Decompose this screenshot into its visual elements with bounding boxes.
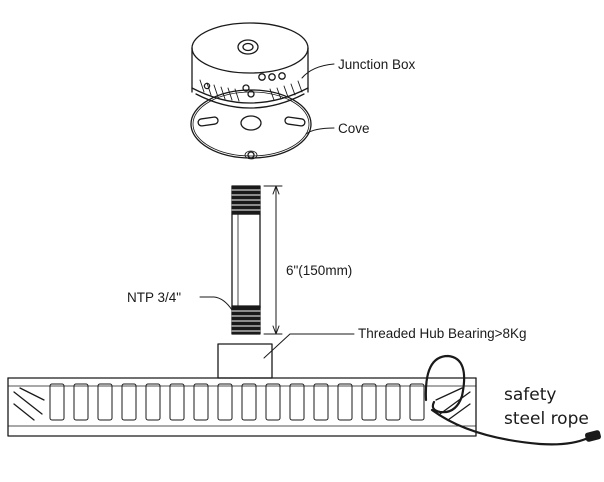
safety-rope-label-line1: safety [504,385,556,405]
junction-box-label: Junction Box [338,57,416,72]
junction-box [191,22,309,109]
terminal-screws [203,72,286,92]
thread-spec-leader [199,296,233,311]
junction-box-leader [301,63,335,79]
threaded-pipe [231,185,261,335]
pipe-length-label: 6"(150mm) [286,263,352,278]
thread-spec-label: NTP 3/4" [127,290,181,305]
cove-leader [305,127,335,135]
hub-bearing-label: Threaded Hub Bearing>8Kg [358,326,527,341]
safety-rope-label-line2: steel rope [504,409,589,429]
cove-plate [190,89,312,160]
cove-label: Cove [338,121,370,136]
dimension-line [263,185,283,335]
safety-steel-rope [424,354,601,446]
threaded-hub [217,343,273,379]
heatsink-body [7,377,477,437]
hub-bearing-leader [263,333,355,359]
